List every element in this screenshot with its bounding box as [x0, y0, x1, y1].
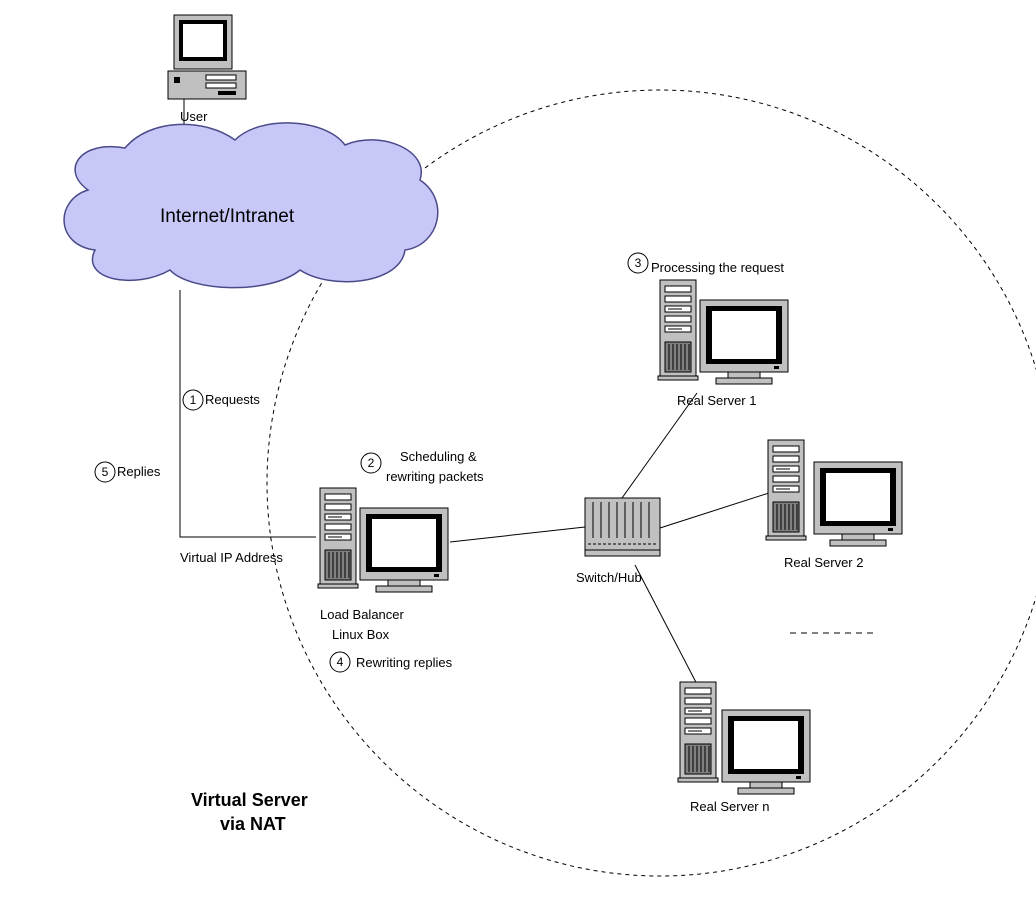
load-balancer-label-line1: Load Balancer [320, 607, 405, 622]
switch-to-server2-line [659, 491, 773, 529]
load-balancer-icon [317, 487, 449, 593]
step-2-number: 2 [368, 456, 375, 470]
step-3-number: 3 [635, 256, 642, 270]
real-server-2-icon [765, 439, 903, 547]
step-4-text: Rewriting replies [356, 655, 453, 670]
step-5-number: 5 [102, 465, 109, 479]
user-label: User [180, 109, 208, 124]
step-2-marker: 2 [360, 452, 382, 474]
real-server-1-icon [657, 279, 789, 385]
switch-label: Switch/Hub [576, 570, 642, 585]
user-computer-icon [167, 14, 247, 100]
virtual-ip-label: Virtual IP Address [180, 550, 283, 565]
load-balancer-label-line2: Linux Box [332, 627, 390, 642]
cloud-to-loadbalancer-line [179, 290, 316, 538]
step-4-number: 4 [337, 655, 344, 669]
step-2-text-line1: Scheduling & [400, 449, 477, 464]
step-1-text: Requests [205, 392, 260, 407]
step-2-text-line2: rewriting packets [386, 469, 484, 484]
network-switch-icon [584, 497, 661, 557]
step-5-marker: 5 [94, 461, 116, 483]
switch-to-servern-line [634, 564, 701, 691]
loadbalancer-to-switch-line [449, 526, 586, 543]
real-server-1-label: Real Server 1 [677, 393, 756, 408]
cloud-icon [63, 122, 439, 289]
step-3-text: Processing the request [651, 260, 784, 275]
real-server-n-label: Real Server n [690, 799, 769, 814]
diagram-title-line2: via NAT [220, 814, 286, 834]
virtual-server-boundary [266, 89, 1036, 877]
step-1-marker: 1 [182, 389, 204, 411]
diagram-title-line1: Virtual Server [191, 790, 308, 810]
step-4-marker: 4 [329, 651, 351, 673]
cloud-label: Internet/Intranet [160, 206, 295, 227]
step-1-number: 1 [190, 393, 197, 407]
step-3-marker: 3 [627, 252, 649, 274]
step-5-text: Replies [117, 464, 161, 479]
real-server-n-icon [677, 681, 811, 795]
real-server-2-label: Real Server 2 [784, 555, 863, 570]
switch-to-server1-line [621, 392, 698, 499]
